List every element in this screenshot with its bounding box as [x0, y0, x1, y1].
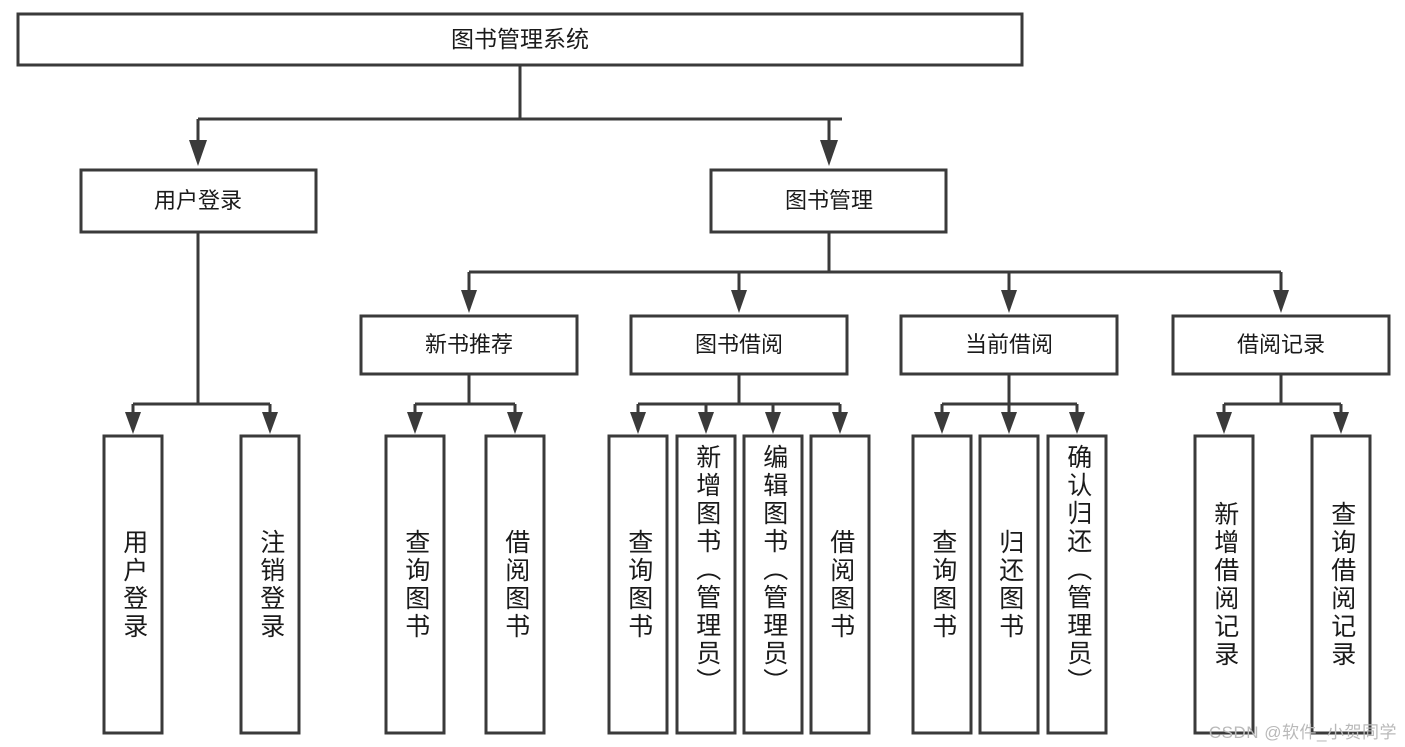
node-root-label: 图书管理系统 [451, 26, 589, 52]
leaf-box-book-borrow-1[interactable] [675, 434, 737, 735]
leaf-box-group-user-login [102, 434, 301, 735]
leaf-box-book-borrow-0[interactable] [607, 434, 669, 735]
leaf-box-user-login-1[interactable] [239, 434, 301, 735]
leaf-box-current-borrow-2[interactable] [1046, 434, 1108, 735]
csdn-watermark: CSDN @软件_小贺同学 [1208, 723, 1397, 742]
node-current-borrow-label: 当前借阅 [965, 332, 1053, 357]
arrow-leaf-current-borrow-2 [1069, 412, 1085, 434]
connector-group-new-book-leaves [407, 374, 523, 434]
node-book-borrow-box[interactable] [629, 314, 849, 376]
arrow-to-borrow-record [1273, 290, 1289, 313]
arrow-to-book-manage [820, 140, 838, 166]
leaf-box-user-login-0[interactable] [102, 434, 164, 735]
arrow-leaf-new-book-1 [507, 412, 523, 434]
arrow-leaf-current-borrow-1 [1001, 412, 1017, 434]
leaf-box-new-book-1[interactable] [484, 434, 546, 735]
arrow-leaf-user-login-1 [262, 412, 278, 434]
arrow-leaf-book-borrow-0 [630, 412, 646, 434]
arrow-leaf-user-login-0 [125, 412, 141, 434]
leaf-box-new-book-0[interactable] [384, 434, 446, 735]
leaf-box-current-borrow-0[interactable] [911, 434, 973, 735]
node-root[interactable]: 图书管理系统 [16, 12, 1024, 67]
node-borrow-record-label: 借阅记录 [1237, 332, 1325, 357]
arrow-leaf-new-book-0 [407, 412, 423, 434]
arrow-leaf-borrow-record-0 [1216, 412, 1232, 434]
arrow-to-new-book [461, 290, 477, 313]
node-book-manage-label: 图书管理 [785, 188, 873, 213]
node-book-manage-box[interactable] [709, 168, 948, 234]
leaf-box-current-borrow-1[interactable] [978, 434, 1040, 735]
node-root-box[interactable] [16, 12, 1024, 67]
arrow-to-book-borrow [731, 290, 747, 313]
leaf-box-group-book-borrow [607, 434, 871, 735]
node-new-book-label: 新书推荐 [425, 332, 513, 357]
arrow-leaf-book-borrow-2 [765, 412, 781, 434]
leaf-box-group-current-borrow [911, 434, 1108, 735]
node-user-login-label: 用户登录 [154, 188, 242, 213]
node-current-borrow-box[interactable] [899, 314, 1119, 376]
leaf-box-borrow-record-1[interactable] [1310, 434, 1372, 735]
node-borrow-record-box[interactable] [1171, 314, 1391, 376]
leaf-box-group-new-book [384, 434, 546, 735]
node-new-book-box[interactable] [359, 314, 579, 376]
connector-group-current-borrow-leaves [934, 374, 1085, 434]
connector-group-book-manage-to-level3 [461, 232, 1289, 313]
node-new-book[interactable]: 新书推荐 [359, 314, 579, 376]
node-book-borrow-label: 图书借阅 [695, 332, 783, 357]
arrow-leaf-book-borrow-1 [698, 412, 714, 434]
leaf-box-group-borrow-record [1193, 434, 1372, 735]
leaf-box-book-borrow-2[interactable] [742, 434, 804, 735]
node-book-manage[interactable]: 图书管理 [709, 168, 948, 234]
arrow-to-current-borrow [1001, 290, 1017, 313]
arrow-leaf-book-borrow-3 [832, 412, 848, 434]
node-book-borrow[interactable]: 图书借阅 [629, 314, 849, 376]
connector-group-borrow-record-leaves [1216, 374, 1349, 434]
connector-group-user-login-leaves [125, 232, 278, 434]
arrow-to-user-login [189, 140, 207, 166]
connector-group-book-borrow-leaves [630, 374, 848, 434]
node-borrow-record[interactable]: 借阅记录 [1171, 314, 1391, 376]
node-current-borrow[interactable]: 当前借阅 [899, 314, 1119, 376]
node-user-login-box[interactable] [79, 168, 318, 234]
leaf-box-borrow-record-0[interactable] [1193, 434, 1255, 735]
connector-group-root-to-level2 [189, 65, 842, 166]
node-user-login[interactable]: 用户登录 [79, 168, 318, 234]
leaf-box-book-borrow-3[interactable] [809, 434, 871, 735]
arrow-leaf-borrow-record-1 [1333, 412, 1349, 434]
arrow-leaf-current-borrow-0 [934, 412, 950, 434]
